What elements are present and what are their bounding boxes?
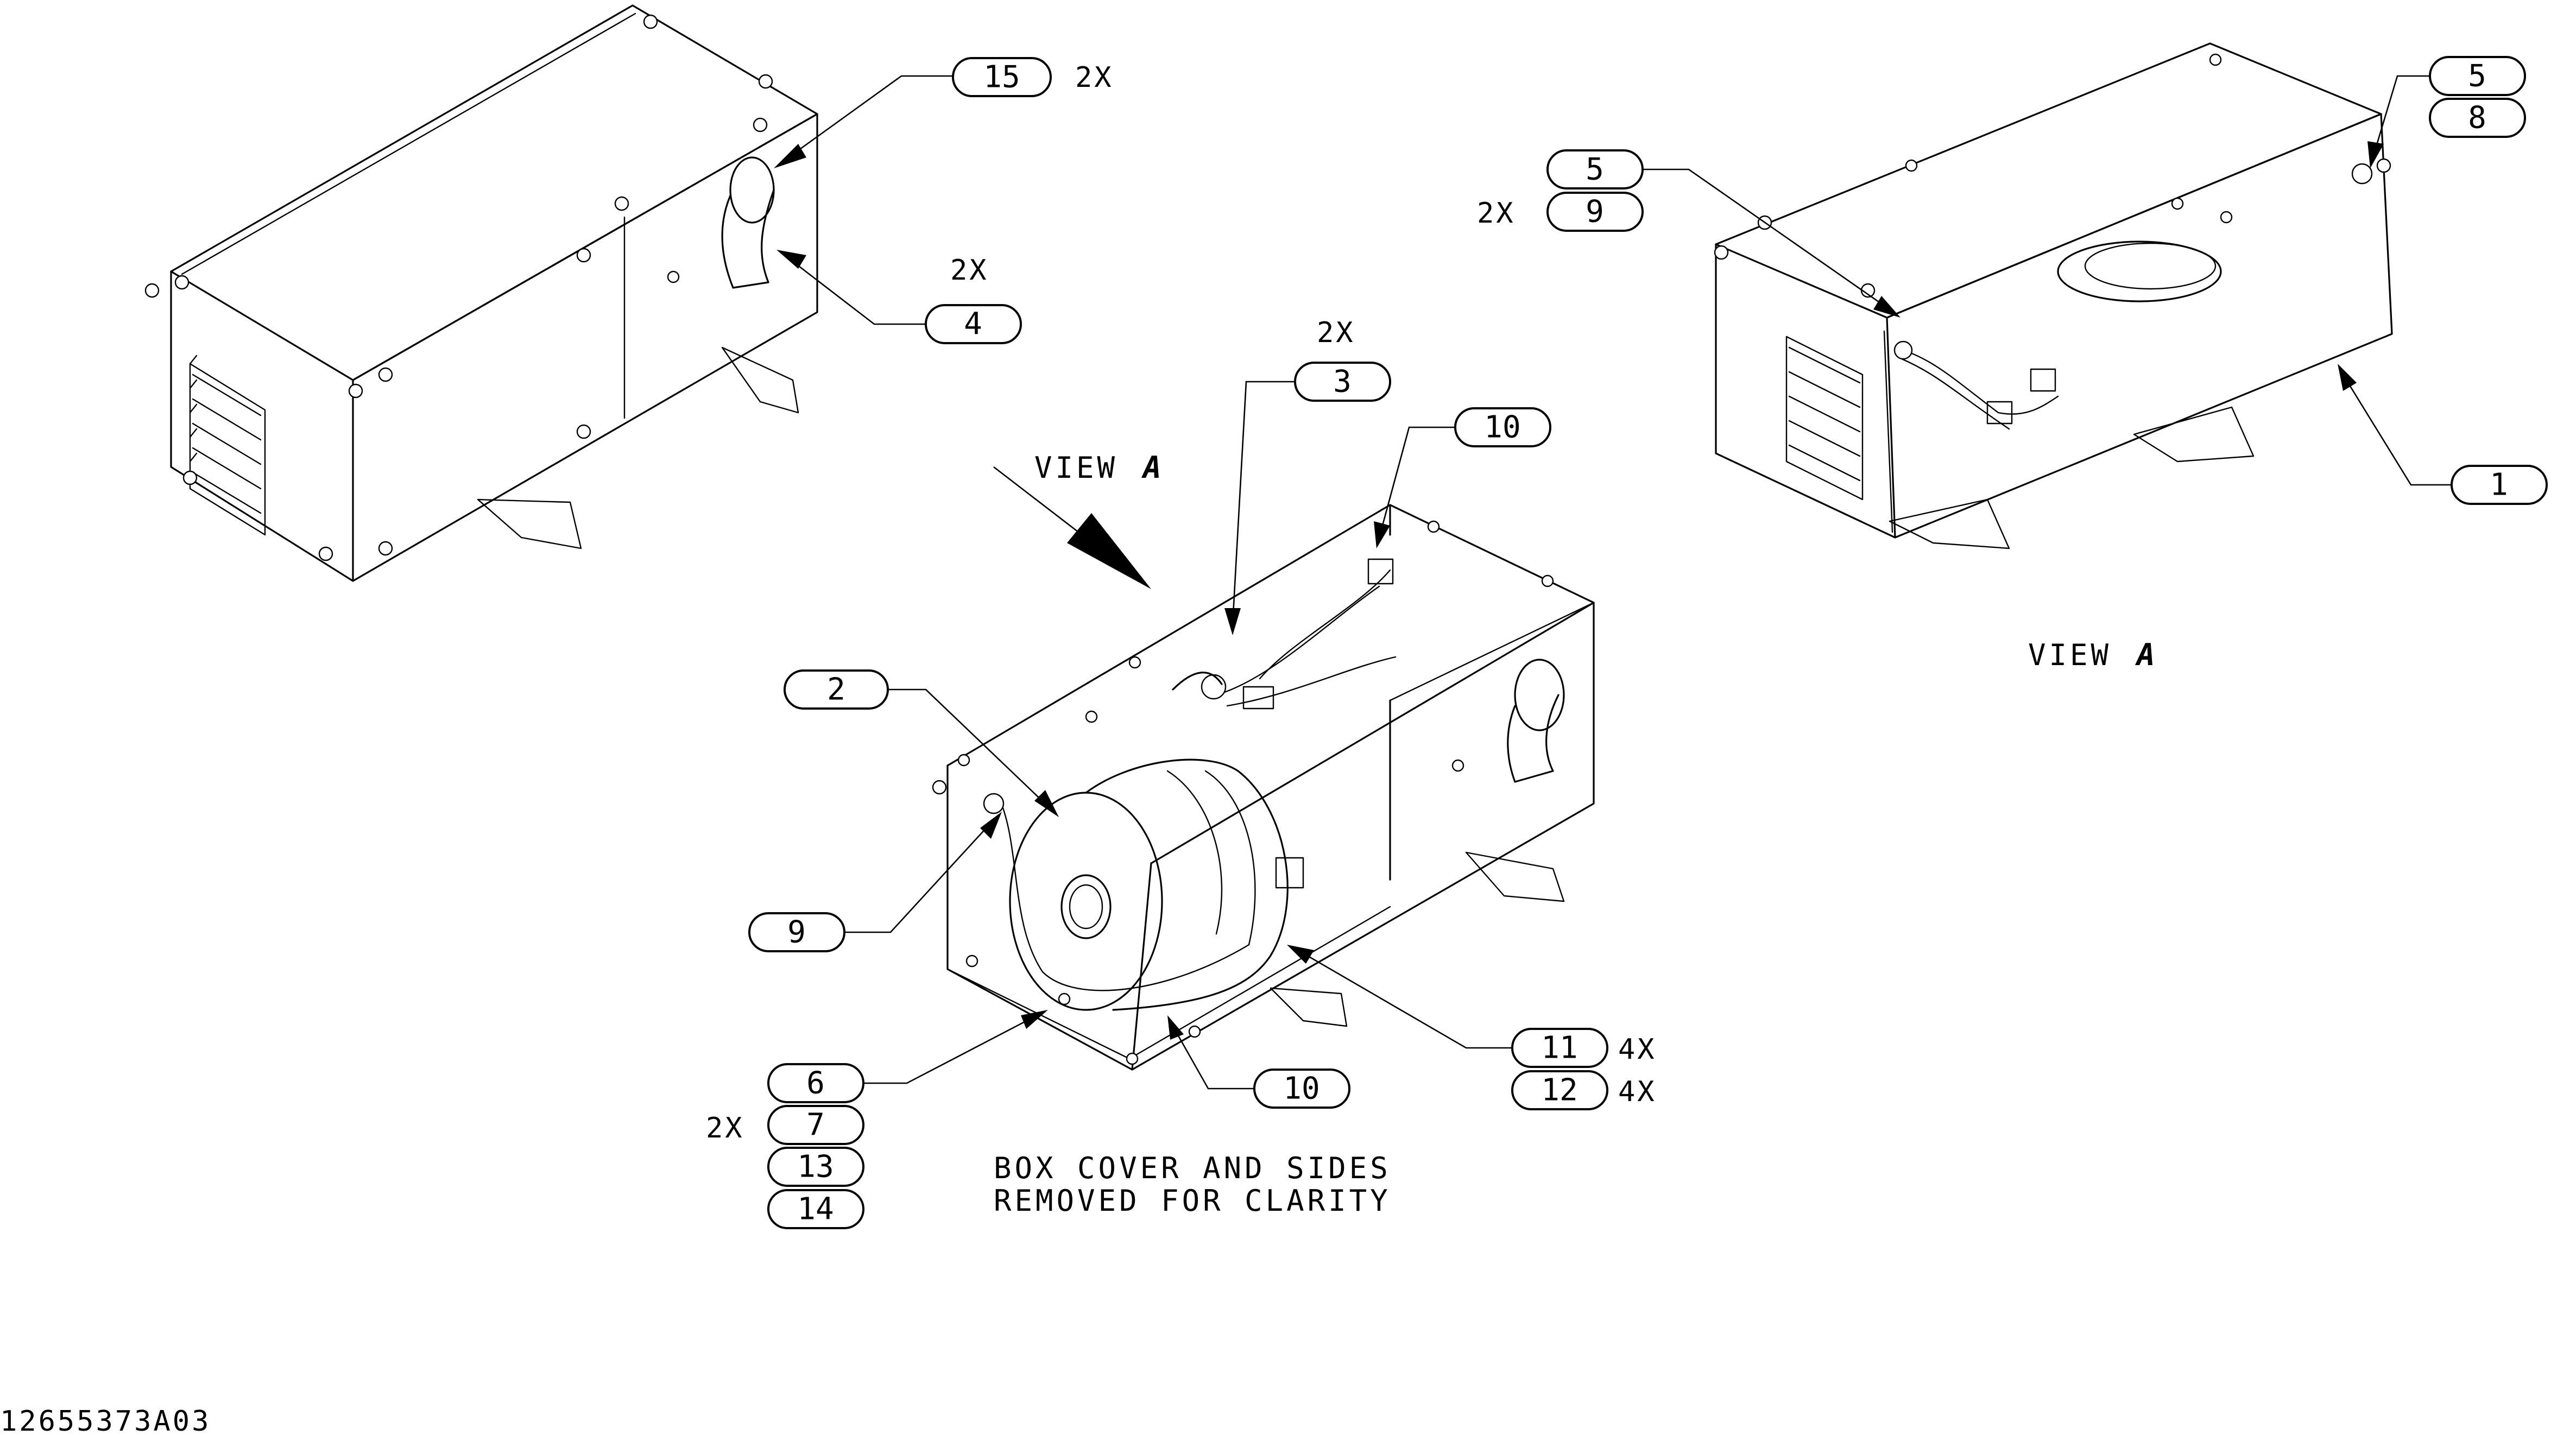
qty-7: 2X (706, 1112, 744, 1145)
svg-text:9: 9 (1586, 194, 1604, 230)
balloon-9-center: 9 (748, 912, 845, 952)
balloon-3: 3 (1294, 362, 1391, 402)
heater-box-open-center (932, 504, 1595, 1071)
view-a-label-right: VIEW A (2028, 637, 2155, 673)
svg-text:VIEW: VIEW (2028, 638, 2112, 672)
blower-motor (1009, 758, 1289, 1011)
balloon-12: 12 (1511, 1070, 1608, 1110)
balloon-4: 4 (925, 304, 1022, 344)
heater-box-assembled-left (144, 4, 818, 582)
leader-lines (774, 75, 2452, 1090)
balloon-8: 8 (2429, 98, 2526, 138)
qty-12: 4X (1618, 1076, 1657, 1108)
balloon-5-right: 5 (1546, 149, 1644, 189)
svg-text:14: 14 (797, 1192, 834, 1227)
svg-text:8: 8 (2468, 100, 2486, 136)
qty-3: 2X (1317, 317, 1355, 349)
svg-text:1: 1 (2490, 467, 2508, 503)
balloon-5-top-right: 5 (2429, 56, 2526, 96)
svg-text:13: 13 (797, 1149, 834, 1185)
clarity-note: BOX COVER AND SIDES REMOVED FOR CLARITY (994, 1151, 1391, 1218)
balloon-7: 7 (767, 1105, 864, 1145)
svg-text:9: 9 (787, 915, 806, 950)
louver-vents (189, 355, 266, 536)
wiring-harness-right (1893, 340, 2059, 430)
svg-text:A: A (1141, 450, 1161, 485)
balloon-2: 2 (784, 669, 889, 710)
svg-text:6: 6 (806, 1066, 825, 1101)
svg-text:7: 7 (806, 1108, 825, 1143)
svg-text:BOX COVER AND SIDES: BOX COVER AND SIDES (994, 1151, 1391, 1185)
svg-text:REMOVED FOR CLARITY: REMOVED FOR CLARITY (994, 1184, 1391, 1218)
view-a-arrow (993, 466, 1151, 589)
heater-box-view-a-right (1714, 42, 2393, 549)
quantity-labels: 2X 2X 2X 2X 2X 4X 4X (706, 61, 1657, 1145)
louver-vents-right (1785, 336, 1864, 501)
balloon-10-bottom: 10 (1253, 1069, 1350, 1109)
svg-text:A: A (2135, 637, 2155, 673)
qty-4: 2X (950, 254, 989, 287)
balloon-6: 6 (767, 1063, 864, 1103)
qty-9: 2X (1477, 197, 1516, 230)
balloon-11: 11 (1511, 1028, 1608, 1068)
svg-text:5: 5 (1586, 152, 1604, 187)
svg-text:10: 10 (1283, 1071, 1319, 1107)
balloon-14: 14 (767, 1189, 864, 1229)
outlet-duct (721, 156, 775, 289)
svg-text:4: 4 (964, 307, 982, 342)
balloon-10-top: 10 (1454, 407, 1551, 447)
svg-text:15: 15 (983, 60, 1020, 95)
svg-text:2: 2 (827, 672, 845, 707)
view-a-label-center: VIEW A (1034, 450, 1161, 485)
balloon-13: 13 (767, 1147, 864, 1187)
svg-text:11: 11 (1541, 1031, 1577, 1066)
svg-text:10: 10 (1484, 410, 1520, 445)
balloon-1: 1 (2451, 465, 2548, 505)
balloon-15: 15 (952, 57, 1052, 97)
qty-15: 2X (1075, 61, 1114, 94)
svg-text:3: 3 (1333, 364, 1352, 400)
drawing-number: 12655373A03 (0, 1405, 211, 1435)
balloon-9-right: 9 (1546, 192, 1644, 232)
svg-text:VIEW: VIEW (1034, 451, 1118, 485)
svg-text:12: 12 (1541, 1073, 1577, 1108)
svg-text:5: 5 (2468, 59, 2486, 94)
qty-11: 4X (1618, 1033, 1657, 1066)
